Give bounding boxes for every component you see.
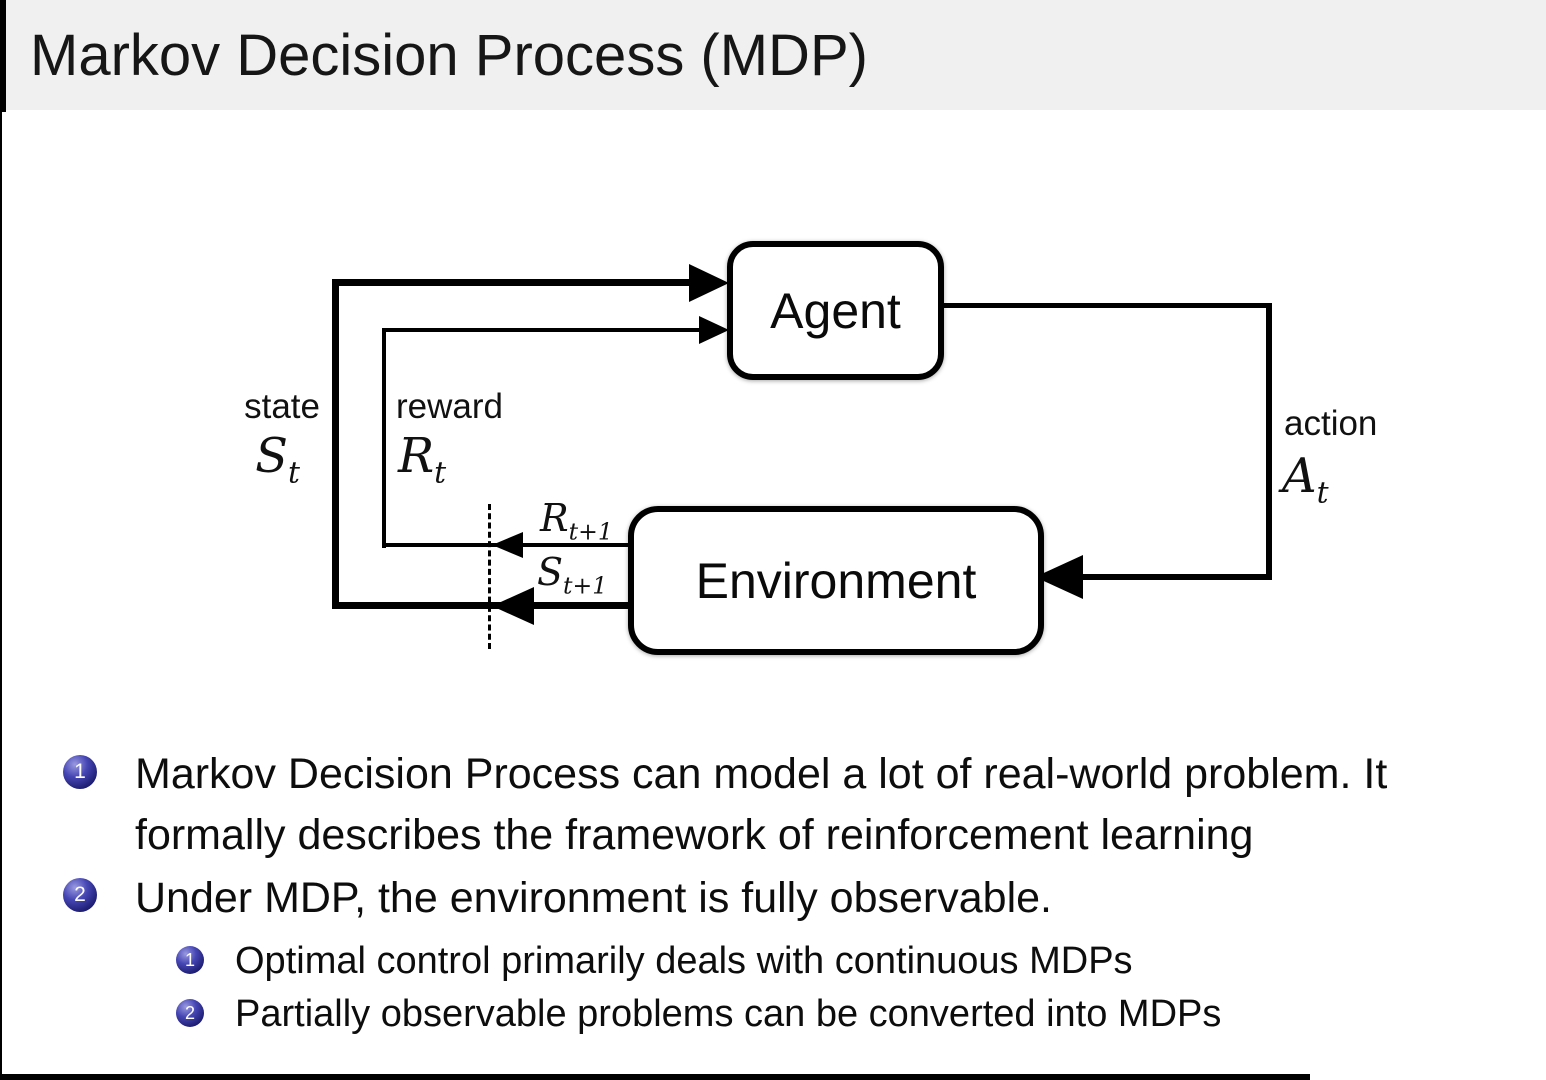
sub-bullet-1-number-badge: 1 bbox=[176, 946, 204, 974]
reward-next-main: R bbox=[540, 496, 569, 540]
reward-next-symbol: Rt+1 bbox=[540, 496, 613, 543]
action-line-bottom bbox=[1075, 574, 1272, 580]
sub-bullet-1-text: Optimal control primarily deals with con… bbox=[235, 940, 1133, 982]
slide-title: Markov Decision Process (MDP) bbox=[30, 23, 868, 88]
reward-symbol-sub: t bbox=[434, 455, 447, 491]
left-edge-title-strip bbox=[0, 0, 6, 112]
reward-line-top bbox=[383, 328, 699, 332]
title-bar: Markov Decision Process (MDP) bbox=[0, 0, 1546, 110]
state-next-main: S bbox=[537, 550, 564, 594]
bullet-2-number-badge: 2 bbox=[63, 878, 97, 912]
state-symbol: St bbox=[180, 428, 300, 488]
agent-box: Agent bbox=[727, 241, 944, 380]
agent-box-label: Agent bbox=[770, 282, 901, 339]
bottom-edge-border bbox=[0, 1074, 1310, 1080]
reward-label: reward bbox=[396, 387, 503, 426]
bullet-2-text: Under MDP, the environment is fully obse… bbox=[135, 874, 1052, 922]
state-next-symbol: St+1 bbox=[537, 550, 607, 597]
action-line-top bbox=[932, 303, 1272, 308]
state-line-bottom bbox=[335, 602, 628, 609]
state-next-sub: t+1 bbox=[563, 571, 608, 600]
reward-arrowhead-into-agent-icon bbox=[699, 316, 729, 344]
bullet-1-line-2: formally describes the framework of rein… bbox=[135, 811, 1254, 859]
action-line-vertical bbox=[1266, 303, 1272, 580]
state-label: state bbox=[244, 387, 320, 426]
reward-line-vertical bbox=[382, 328, 386, 548]
action-symbol: At bbox=[1282, 448, 1329, 508]
bullet-1-line-1: Markov Decision Process can model a lot … bbox=[135, 750, 1388, 798]
reward-arrowhead-at-boundary-icon bbox=[492, 532, 523, 558]
action-symbol-sub: t bbox=[1316, 475, 1329, 511]
state-symbol-main: S bbox=[255, 428, 289, 484]
state-line-vertical bbox=[332, 279, 339, 609]
action-symbol-main: A bbox=[1282, 448, 1317, 504]
reward-next-sub: t+1 bbox=[568, 517, 613, 546]
environment-box-label: Environment bbox=[695, 552, 977, 609]
timestep-dashed-line bbox=[488, 504, 491, 649]
state-arrowhead-at-boundary-icon bbox=[492, 587, 534, 625]
sub-bullet-2-text: Partially observable problems can be con… bbox=[235, 993, 1222, 1035]
reward-symbol-main: R bbox=[398, 428, 435, 484]
action-label: action bbox=[1284, 404, 1378, 443]
bullet-1-text: Markov Decision Process can model a lot … bbox=[135, 744, 1387, 866]
bullet-1-number-badge: 1 bbox=[63, 755, 97, 789]
environment-box: Environment bbox=[628, 506, 1044, 655]
state-line-top bbox=[335, 279, 689, 286]
state-symbol-sub: t bbox=[288, 455, 300, 491]
reward-symbol: Rt bbox=[398, 428, 446, 488]
state-arrowhead-into-agent-icon bbox=[689, 264, 729, 302]
left-edge-border bbox=[0, 0, 2, 1080]
sub-bullet-2-number-badge: 2 bbox=[176, 999, 204, 1027]
